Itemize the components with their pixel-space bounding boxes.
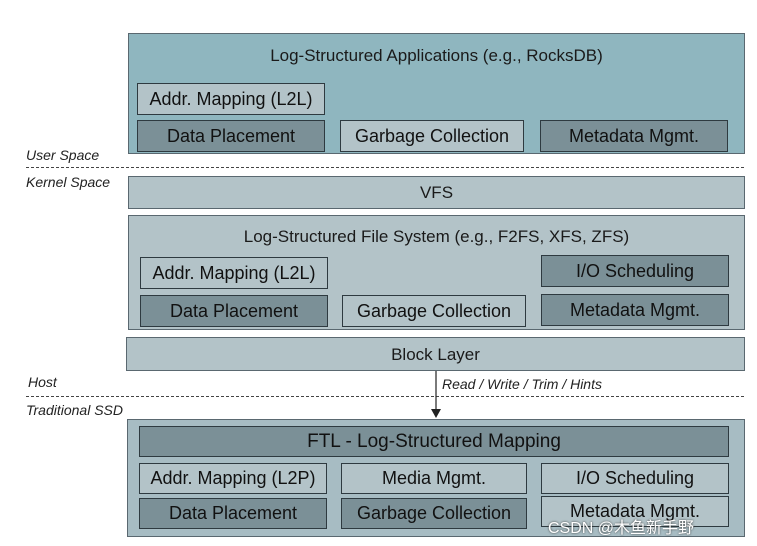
ssd-media-mgmt-box: Media Mgmt. bbox=[341, 463, 527, 494]
arrow-label: Read / Write / Trim / Hints bbox=[442, 376, 602, 392]
vfs-title: VFS bbox=[419, 183, 454, 202]
block-layer: Block Layer bbox=[126, 337, 745, 371]
fs-io-scheduling-box: I/O Scheduling bbox=[541, 255, 729, 287]
ftl-box: FTL - Log-Structured Mapping bbox=[139, 426, 729, 457]
user-kernel-divider bbox=[26, 167, 744, 168]
app-garbage-collection-box: Garbage Collection bbox=[340, 120, 524, 152]
ssd-addr-mapping-box: Addr. Mapping (L2P) bbox=[139, 463, 327, 494]
fs-addr-mapping-box: Addr. Mapping (L2L) bbox=[140, 257, 328, 289]
app-metadata-mgmt-box: Metadata Mgmt. bbox=[540, 120, 728, 152]
fs-data-placement-box: Data Placement bbox=[140, 295, 328, 327]
ssd-garbage-collection-box: Garbage Collection bbox=[341, 498, 527, 529]
block-layer-title: Block Layer bbox=[391, 345, 480, 364]
applications-title: Log-Structured Applications (e.g., Rocks… bbox=[270, 46, 603, 65]
ssd-metadata-mgmt-box: Metadata Mgmt. bbox=[541, 496, 729, 527]
traditional-ssd-label: Traditional SSD bbox=[26, 402, 124, 418]
vfs-layer: VFS bbox=[128, 176, 745, 209]
ssd-data-placement-box: Data Placement bbox=[139, 498, 327, 529]
host-label: Host bbox=[28, 374, 57, 390]
file-system-title: Log-Structured File System (e.g., F2FS, … bbox=[243, 227, 630, 246]
fs-metadata-mgmt-box: Metadata Mgmt. bbox=[541, 294, 729, 326]
host-ssd-divider bbox=[26, 396, 744, 397]
app-addr-mapping-box: Addr. Mapping (L2L) bbox=[137, 83, 325, 115]
csdn-watermark: CSDN @木鱼新手野 bbox=[548, 520, 695, 537]
fs-garbage-collection-box: Garbage Collection bbox=[342, 295, 526, 327]
user-space-label: User Space bbox=[26, 147, 100, 163]
ssd-io-scheduling-box: I/O Scheduling bbox=[541, 463, 729, 494]
kernel-space-label: Kernel Space bbox=[26, 174, 111, 190]
request-arrow bbox=[431, 371, 441, 418]
app-data-placement-box: Data Placement bbox=[137, 120, 325, 152]
